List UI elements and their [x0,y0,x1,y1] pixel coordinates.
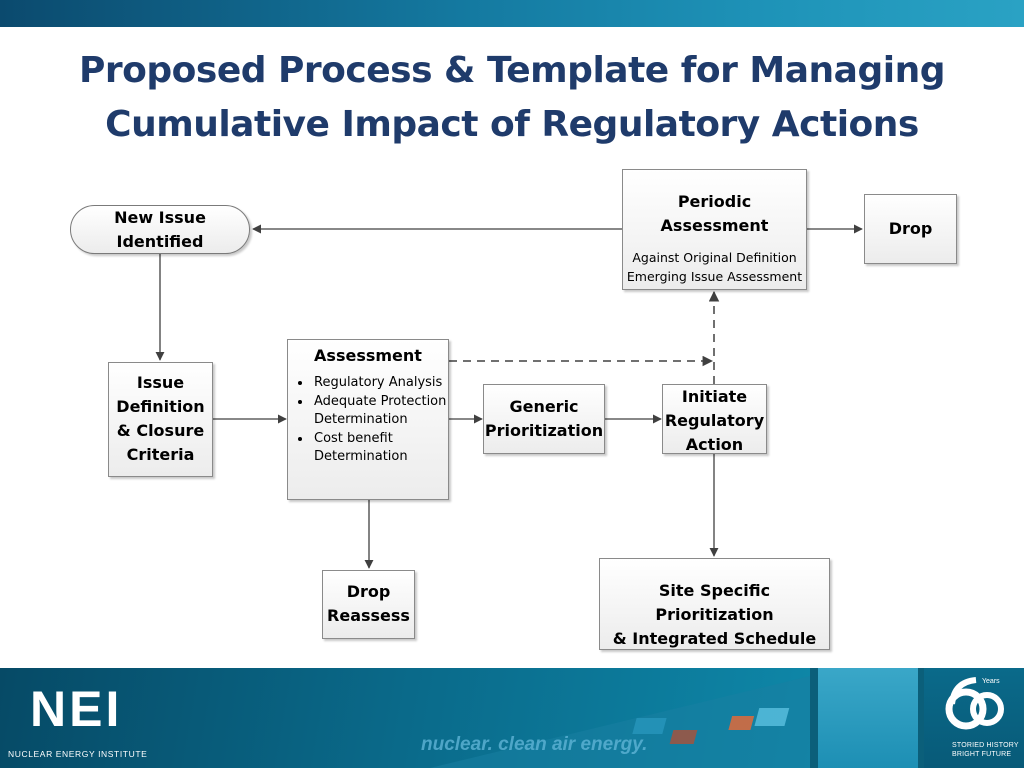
badge-line-1: STORIED HISTORY [952,742,1019,749]
drop-label: Drop [888,219,933,238]
issue-definition-line-1: Issue [136,373,185,392]
footer-main-panel: NEI NUCLEAR ENERGY INSTITUTE nuclear. cl… [0,668,810,768]
initiate-action-line-3: Action [685,435,744,454]
slide-title-line-2: Cumulative Impact of Regulatory Actions [105,104,919,145]
top-banner [0,0,1024,27]
generic-prioritization-line-1: Generic [509,397,579,416]
node-issue-definition: Issue Definition & Closure Criteria [108,362,213,477]
slide-title: Proposed Process & Template for Managing… [0,44,1024,152]
new-issue-line-1: New Issue [114,208,206,227]
new-issue-line-2: Identified [116,232,204,251]
nei-logo: NEI [30,681,123,737]
footer-accent-panel [818,668,918,768]
node-assessment: Assessment Regulatory Analysis Adequate … [287,339,449,500]
issue-definition-line-2: Definition [116,397,205,416]
nei-org-name: NUCLEAR ENERGY INSTITUTE [8,749,148,759]
drop-reassess-line-2: Reassess [327,606,410,625]
site-specific-line-2: & Integrated Schedule [612,629,817,648]
badge-line-2: BRIGHT FUTURE [952,751,1012,758]
slide-title-line-1: Proposed Process & Template for Managing [79,50,945,91]
node-site-specific-prioritization: Site Specific Prioritization & Integrate… [599,558,830,650]
footer-decoration [430,676,810,768]
assessment-bullet: Cost benefit Determination [312,430,448,467]
node-periodic-assessment: Periodic Assessment Against Original Def… [622,169,807,290]
assessment-bullet-list: Regulatory Analysis Adequate Protection … [288,374,448,467]
issue-definition-line-4: Criteria [126,445,195,464]
initiate-action-line-1: Initiate [681,387,748,406]
anniversary-logo-icon [945,677,1004,730]
issue-definition-line-3: & Closure [116,421,205,440]
node-initiate-regulatory-action: Initiate Regulatory Action [662,384,767,454]
node-drop: Drop [864,194,957,264]
initiate-action-line-2: Regulatory [664,411,765,430]
assessment-bullet: Regulatory Analysis [312,374,448,393]
assessment-bullet: Adequate Protection Determination [312,393,448,430]
badge-years-label: Years [982,678,1000,685]
periodic-assessment-detail-2: Emerging Issue Assessment [626,269,803,284]
anniversary-badge: Years STORIED HISTORY BRIGHT FUTURE [924,668,1024,768]
node-drop-reassess: Drop Reassess [322,570,415,639]
assessment-title: Assessment [314,346,422,365]
node-generic-prioritization: Generic Prioritization [483,384,605,454]
footer-tagline: nuclear. clean air energy. [421,734,648,755]
periodic-assessment-title: Periodic Assessment [660,192,769,235]
generic-prioritization-line-2: Prioritization [484,421,604,440]
footer-band: NEI NUCLEAR ENERGY INSTITUTE nuclear. cl… [0,668,1024,768]
drop-reassess-line-1: Drop [346,582,391,601]
site-specific-line-1: Site Specific Prioritization [655,581,774,624]
node-new-issue-identified: New Issue Identified [70,205,250,254]
periodic-assessment-detail-1: Against Original Definition [632,250,797,265]
